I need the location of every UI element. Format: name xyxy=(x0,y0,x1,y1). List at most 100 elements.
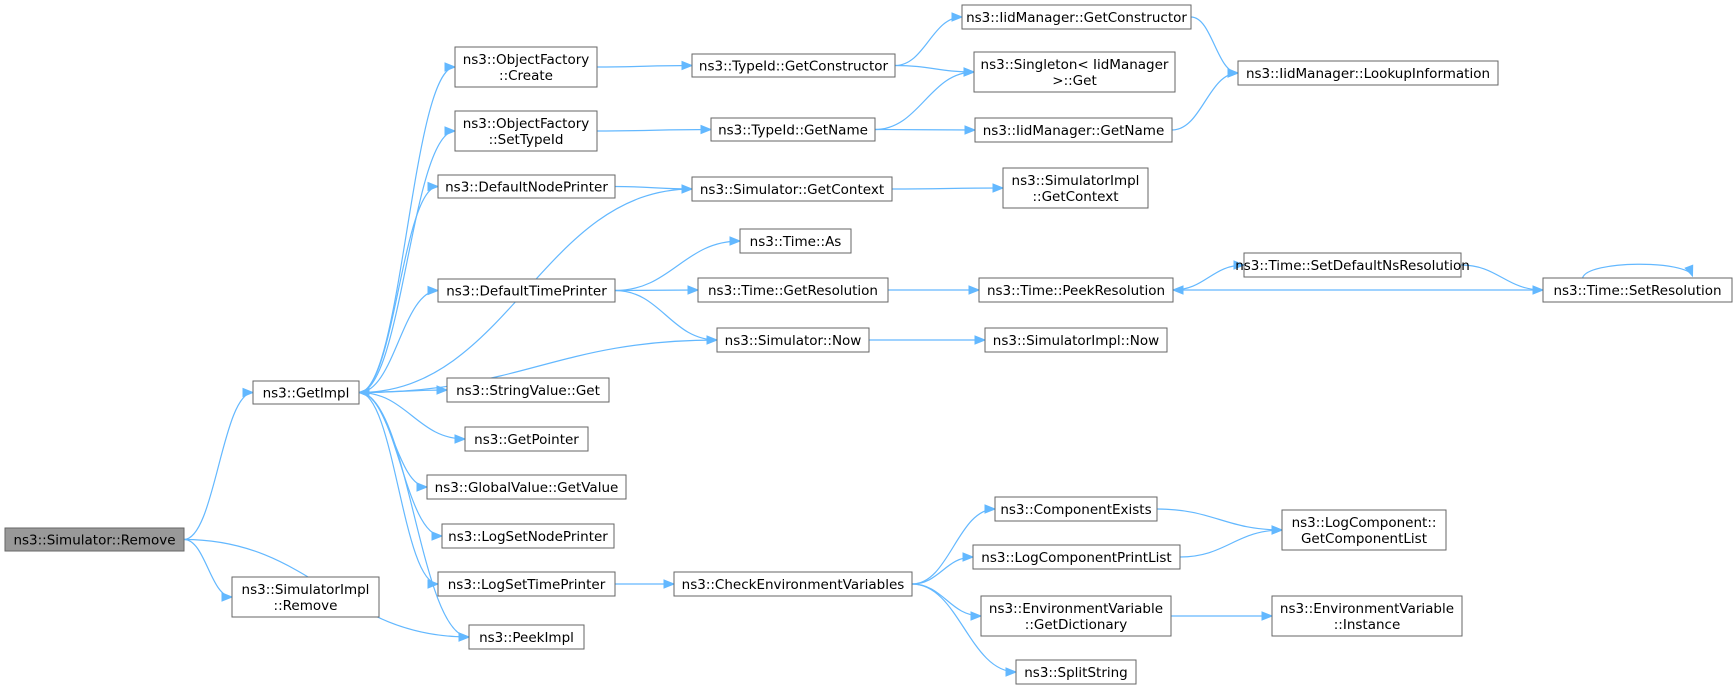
node-label-stringvalue-get: ns3::StringValue::Get xyxy=(456,383,600,399)
edge-getimpl-to-globalvalue-getvalue-arrowhead xyxy=(416,482,429,492)
call-edges xyxy=(183,12,1694,677)
node-time-setresolution[interactable]: ns3::Time::SetResolution xyxy=(1542,277,1733,303)
node-time-setdefaultnsresolution[interactable]: ns3::Time::SetDefaultNsResolution xyxy=(1235,252,1470,278)
edge-getimpl-to-objfactory-create xyxy=(358,66,456,394)
edge-checkenv-to-componentexists-arrowhead xyxy=(984,504,997,514)
node-typeid-getname[interactable]: ns3::TypeId::GetName xyxy=(710,117,876,142)
node-defaultnodeprinter[interactable]: ns3::DefaultNodePrinter xyxy=(437,174,616,199)
edge-getimpl-to-defaultnodeprinter xyxy=(358,185,439,394)
node-time-peekresolution[interactable]: ns3::Time::PeekResolution xyxy=(978,277,1174,303)
node-envvar-instance[interactable]: ns3::EnvironmentVariable::Instance xyxy=(1271,595,1463,637)
call-nodes: ns3::Simulator::Removens3::GetImplns3::S… xyxy=(4,4,1733,685)
edge-defaulttimeprinter-to-time-as xyxy=(614,240,741,292)
node-box-time-as xyxy=(739,228,852,254)
edge-root-to-simimpl-remove-arrowhead xyxy=(221,592,234,602)
node-time-as[interactable]: ns3::Time::As xyxy=(739,228,852,254)
node-label-checkenv: ns3::CheckEnvironmentVariables xyxy=(682,577,905,593)
node-iid-getconstructor[interactable]: ns3::IidManager::GetConstructor xyxy=(961,4,1192,30)
node-label-simimpl-remove: ::Remove xyxy=(274,598,338,614)
node-stringvalue-get[interactable]: ns3::StringValue::Get xyxy=(446,377,610,403)
node-defaulttimeprinter[interactable]: ns3::DefaultTimePrinter xyxy=(437,278,616,303)
node-simimpl-getcontext[interactable]: ns3::SimulatorImpl::GetContext xyxy=(1002,167,1149,209)
node-label-logcomponent-getcomponentlist: ns3::LogComponent:: xyxy=(1292,515,1437,531)
node-splitstring[interactable]: ns3::SplitString xyxy=(1015,659,1137,685)
edge-componentexists-to-logcomponent-getcomponentlist xyxy=(1156,508,1283,531)
edge-time-setresolution-to-time-peekresolution-arrowhead xyxy=(1171,285,1184,295)
edge-getimpl-to-peekimpl-arrowhead xyxy=(458,632,471,642)
node-label-objfactory-settypeid: ::SetTypeId xyxy=(489,132,564,148)
edge-simulator-getcontext-to-simimpl-getcontext xyxy=(891,187,1004,190)
node-box-objfactory-create xyxy=(454,46,598,88)
node-label-typeid-getconstructor: ns3::TypeId::GetConstructor xyxy=(699,59,889,75)
node-root[interactable]: ns3::Simulator::Remove xyxy=(4,527,185,552)
edge-iid-getname-to-iid-lookupinformation xyxy=(1171,72,1239,131)
edge-typeid-getname-to-singleton-get xyxy=(874,71,975,131)
node-label-objfactory-settypeid: ns3::ObjectFactory xyxy=(463,116,590,132)
node-globalvalue-getvalue[interactable]: ns3::GlobalValue::GetValue xyxy=(426,474,627,500)
node-box-time-setresolution xyxy=(1542,277,1733,303)
node-label-root: ns3::Simulator::Remove xyxy=(13,533,175,549)
edge-simulator-now-to-getimpl-arrowhead xyxy=(357,387,370,398)
edge-defaulttimeprinter-to-time-as-arrowhead xyxy=(729,236,742,246)
node-objfactory-create[interactable]: ns3::ObjectFactory::Create xyxy=(454,46,598,88)
edge-objfactory-create-to-typeid-getconstructor-arrowhead xyxy=(681,60,694,71)
node-label-objfactory-create: ::Create xyxy=(499,68,553,84)
edge-typeid-getconstructor-to-singleton-get xyxy=(894,64,975,73)
node-label-singleton-get: ns3::Singleton< IidManager xyxy=(981,57,1169,73)
node-label-iid-getname: ns3::IidManager::GetName xyxy=(983,123,1165,139)
node-checkenv[interactable]: ns3::CheckEnvironmentVariables xyxy=(673,571,913,597)
node-box-envvar-instance xyxy=(1271,595,1463,637)
edge-defaulttimeprinter-to-time-getresolution-arrowhead xyxy=(687,285,700,295)
edge-typeid-getname-to-iid-getname xyxy=(874,128,976,131)
node-simulator-getcontext[interactable]: ns3::Simulator::GetContext xyxy=(691,176,893,202)
node-box-defaulttimeprinter xyxy=(437,278,616,303)
edge-typeid-getname-to-singleton-get-arrowhead xyxy=(963,67,976,77)
edge-typeid-getconstructor-to-iid-getconstructor xyxy=(894,16,963,67)
node-label-envvar-getdictionary: ::GetDictionary xyxy=(1025,617,1127,633)
node-singleton-get[interactable]: ns3::Singleton< IidManager >::Get xyxy=(973,51,1176,93)
node-iid-getname[interactable]: ns3::IidManager::GetName xyxy=(974,117,1173,143)
node-label-time-setdefaultnsresolution: ns3::Time::SetDefaultNsResolution xyxy=(1235,258,1470,274)
node-label-envvar-getdictionary: ns3::EnvironmentVariable xyxy=(989,601,1163,617)
node-label-envvar-instance: ::Instance xyxy=(1334,617,1401,633)
node-getpointer[interactable]: ns3::GetPointer xyxy=(464,426,589,452)
edge-time-peekresolution-to-time-setdefaultnsresolution-arrowhead xyxy=(1233,260,1246,270)
node-label-defaulttimeprinter: ns3::DefaultTimePrinter xyxy=(446,284,607,300)
edge-getimpl-to-logsettimeprinter xyxy=(358,391,439,585)
node-box-getpointer xyxy=(464,426,589,452)
node-label-logcomponentprintlist: ns3::LogComponentPrintList xyxy=(981,550,1171,566)
node-box-time-getresolution xyxy=(697,277,889,303)
node-typeid-getconstructor[interactable]: ns3::TypeId::GetConstructor xyxy=(691,53,896,78)
node-iid-lookupinformation[interactable]: ns3::IidManager::LookupInformation xyxy=(1237,60,1499,86)
node-logcomponentprintlist[interactable]: ns3::LogComponentPrintList xyxy=(972,544,1181,570)
node-simulator-now[interactable]: ns3::Simulator::Now xyxy=(716,327,870,353)
node-box-peekimpl xyxy=(468,624,585,650)
node-envvar-getdictionary[interactable]: ns3::EnvironmentVariable::GetDictionary xyxy=(980,595,1172,637)
node-logsetnodeprinter[interactable]: ns3::LogSetNodePrinter xyxy=(441,523,615,549)
node-label-simimpl-remove: ns3::SimulatorImpl xyxy=(242,582,370,598)
node-time-getresolution[interactable]: ns3::Time::GetResolution xyxy=(697,277,889,303)
node-box-root xyxy=(4,527,185,552)
node-peekimpl[interactable]: ns3::PeekImpl xyxy=(468,624,585,650)
edge-root-to-getimpl xyxy=(183,391,254,541)
node-logsettimeprinter[interactable]: ns3::LogSetTimePrinter xyxy=(437,571,616,597)
node-label-simimpl-getcontext: ns3::SimulatorImpl xyxy=(1012,173,1140,189)
node-logcomponent-getcomponentlist[interactable]: ns3::LogComponent::GetComponentList xyxy=(1281,509,1447,551)
edge-defaulttimeprinter-to-time-getresolution xyxy=(614,289,699,292)
node-objfactory-settypeid[interactable]: ns3::ObjectFactory::SetTypeId xyxy=(454,110,598,152)
node-getimpl[interactable]: ns3::GetImpl xyxy=(252,380,360,405)
node-simimpl-remove[interactable]: ns3::SimulatorImpl::Remove xyxy=(231,576,380,618)
node-label-peekimpl: ns3::PeekImpl xyxy=(479,630,574,646)
node-componentexists[interactable]: ns3::ComponentExists xyxy=(994,496,1158,522)
node-box-logcomponent-getcomponentlist xyxy=(1281,509,1447,551)
node-box-checkenv xyxy=(673,571,913,597)
node-box-componentexists xyxy=(994,496,1158,522)
edge-simulator-getcontext-to-simimpl-getcontext-arrowhead xyxy=(992,183,1005,193)
node-label-objfactory-create: ns3::ObjectFactory xyxy=(463,52,590,68)
node-simimpl-now[interactable]: ns3::SimulatorImpl::Now xyxy=(984,327,1168,353)
edge-defaulttimeprinter-to-simulator-now xyxy=(614,289,718,341)
edge-typeid-getconstructor-to-iid-getconstructor-arrowhead xyxy=(951,12,964,22)
edge-envvar-getdictionary-to-envvar-instance-arrowhead xyxy=(1261,611,1274,621)
edge-getimpl-to-objfactory-create-arrowhead xyxy=(444,62,457,72)
